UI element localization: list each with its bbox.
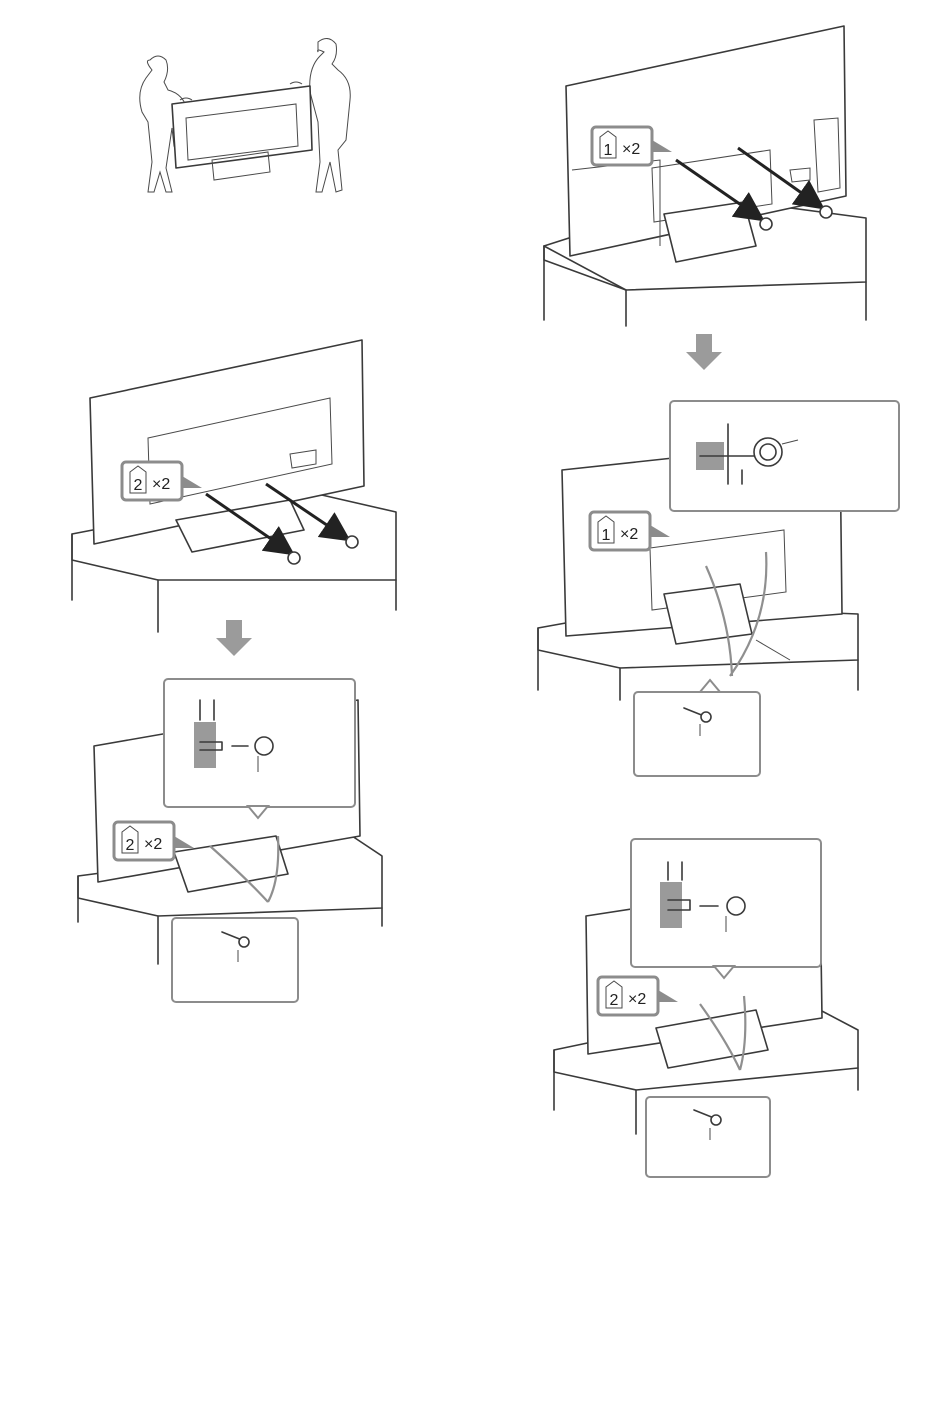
part-number-label: 2: [610, 992, 619, 1009]
quantity-label: ×2: [622, 141, 640, 158]
attach-bracket-figure: 2 ×2: [78, 679, 382, 1002]
two-people-carrying-tv-figure: [140, 38, 351, 192]
attach-strap-hook-figure: 1 ×2: [538, 401, 899, 776]
attach-strap-screw-figure: 2 ×2: [554, 839, 858, 1177]
remove-bracket-screws-figure: 2 ×2: [72, 340, 396, 632]
step-down-arrow-icon: [216, 620, 252, 656]
quantity-label: ×2: [152, 476, 170, 493]
step-down-arrow-icon: [686, 334, 722, 370]
part-number-label: 1: [604, 142, 613, 159]
screw-detail-callout: [172, 918, 298, 1002]
part-number-label: 1: [602, 527, 611, 544]
quantity-label: ×2: [144, 836, 162, 853]
quantity-label: ×2: [628, 991, 646, 1008]
screw-detail-callout: [646, 1097, 770, 1177]
screw-detail-callout: [634, 692, 760, 776]
strap-detail-callout: [631, 839, 821, 967]
part-number-label: 2: [126, 837, 135, 854]
remove-stand-screws-figure: 1 ×2: [544, 26, 866, 326]
quantity-label: ×2: [620, 526, 638, 543]
part-number-label: 2: [134, 477, 143, 494]
